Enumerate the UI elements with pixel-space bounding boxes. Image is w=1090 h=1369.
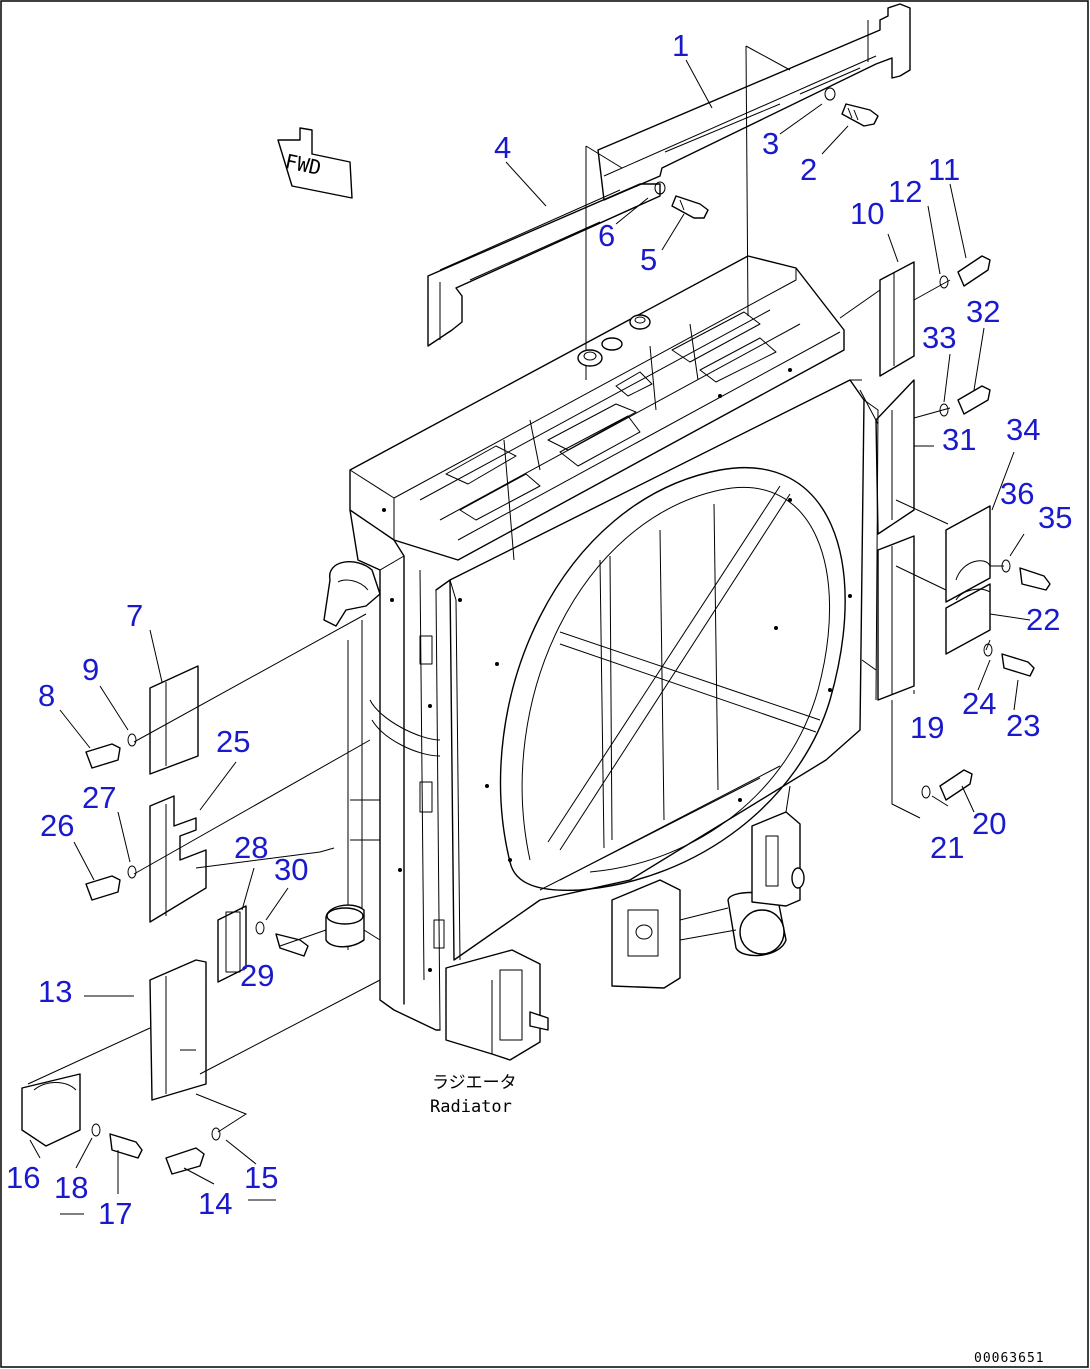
bolt-23-washer-24 — [983, 643, 1035, 677]
part-28-clamp — [217, 905, 247, 983]
callout-11: 11 — [928, 152, 960, 187]
callout-9: 9 — [82, 652, 99, 687]
part-22-clamp — [945, 583, 991, 655]
bolt-14-washer-15 — [165, 1127, 221, 1175]
bolt-17-washer-18 — [91, 1123, 143, 1159]
callout-30: 30 — [274, 852, 308, 887]
callout-33: 33 — [922, 320, 956, 355]
callout-4: 4 — [494, 130, 511, 165]
bolt-26-washer-27 — [85, 865, 137, 901]
callout-6: 6 — [598, 218, 615, 253]
callout-20: 20 — [972, 806, 1006, 841]
callout-14: 14 — [198, 1186, 232, 1221]
bolt-11-washer-12 — [939, 255, 991, 289]
bolt-8-washer-9 — [85, 733, 137, 769]
part-31-side-plate — [875, 379, 934, 535]
part-25-side-plate — [149, 795, 207, 923]
callout-numbers: 1 2 3 4 5 6 7 8 9 10 11 12 13 14 15 16 1… — [6, 28, 1072, 1231]
callout-36: 36 — [1000, 476, 1034, 511]
callout-24: 24 — [962, 686, 996, 721]
callout-3: 3 — [762, 126, 779, 161]
callout-28: 28 — [234, 830, 268, 865]
leader-lines — [27, 59, 1031, 1215]
part-19-side-plate — [877, 535, 921, 819]
part-1-top-guard-plate — [597, 3, 911, 317]
callout-27: 27 — [82, 780, 116, 815]
callout-31: 31 — [942, 422, 976, 457]
bolt-20-washer-21 — [921, 769, 973, 801]
part-13-side-plate — [149, 959, 207, 1101]
callout-17: 17 — [98, 1196, 132, 1231]
document-number: 00063651 — [974, 1351, 1045, 1366]
callout-13: 13 — [38, 974, 72, 1009]
bolt-5-washer-6 — [654, 181, 709, 219]
callout-12: 12 — [888, 174, 922, 209]
callout-16: 16 — [6, 1160, 40, 1195]
callout-32: 32 — [966, 294, 1000, 329]
bolt-29-washer-30 — [255, 921, 309, 957]
callout-26: 26 — [40, 808, 74, 843]
radiator-label-japanese: ラジエータ — [432, 1073, 517, 1093]
bolt-35-washer-36 — [1001, 559, 1051, 591]
part-4-top-guard-plate — [427, 145, 661, 380]
callout-29: 29 — [240, 958, 274, 993]
part-34-clamp — [945, 505, 991, 603]
callout-2: 2 — [800, 152, 817, 187]
bolt-32-washer-33 — [939, 385, 991, 417]
callout-23: 23 — [1006, 708, 1040, 743]
part-16-clamp — [21, 1073, 81, 1147]
callout-35: 35 — [1038, 500, 1072, 535]
callout-19: 19 — [910, 710, 944, 745]
callout-8: 8 — [38, 678, 55, 713]
callout-22: 22 — [1026, 602, 1060, 637]
callout-34: 34 — [1006, 412, 1040, 447]
callout-21: 21 — [930, 830, 964, 865]
part-10-side-plate — [879, 261, 915, 377]
radiator-label-english: Radiator — [430, 1097, 512, 1117]
callout-18: 18 — [54, 1170, 88, 1205]
callout-5: 5 — [640, 242, 657, 277]
radiator-assembly — [323, 255, 879, 1061]
forward-direction-symbol: FWD — [277, 127, 353, 199]
callout-10: 10 — [850, 196, 884, 231]
callout-15: 15 — [244, 1160, 278, 1195]
callout-25: 25 — [216, 724, 250, 759]
callout-7: 7 — [126, 598, 143, 633]
bolt-2-washer-3 — [824, 87, 879, 127]
callout-1: 1 — [672, 28, 689, 63]
